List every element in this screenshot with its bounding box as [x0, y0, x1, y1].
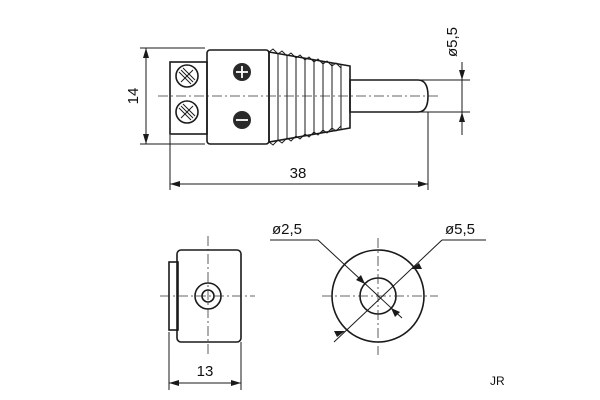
terminal-screw-top [175, 64, 199, 88]
author-mark: JR [490, 374, 505, 388]
pin-cross-section [322, 238, 438, 355]
plus-marking-icon [233, 63, 251, 81]
minus-marking-icon [233, 111, 251, 129]
dimension-outer-diameter: ø5,5 [333, 221, 486, 343]
dimension-height-label: 14 [125, 88, 142, 105]
connector-end-view [160, 236, 255, 355]
dimension-pin-diameter-label: ø5,5 [444, 27, 461, 57]
ribbed-strain-relief [268, 48, 351, 146]
dimension-length-label: 38 [290, 165, 307, 182]
dimension-width: 13 [168, 332, 242, 390]
dimension-pin-diameter: ø5,5 [418, 27, 470, 135]
dimension-inner-diameter: ø2,5 [270, 221, 403, 319]
dimension-inner-diameter-label: ø2,5 [272, 221, 302, 238]
dimension-length: 38 [169, 112, 429, 190]
dimension-height: 14 [125, 47, 205, 145]
connector-side-view [158, 48, 440, 146]
terminal-screw-bottom [175, 100, 199, 124]
dimension-outer-diameter-label: ø5,5 [445, 221, 475, 238]
dimension-width-label: 13 [197, 363, 214, 380]
